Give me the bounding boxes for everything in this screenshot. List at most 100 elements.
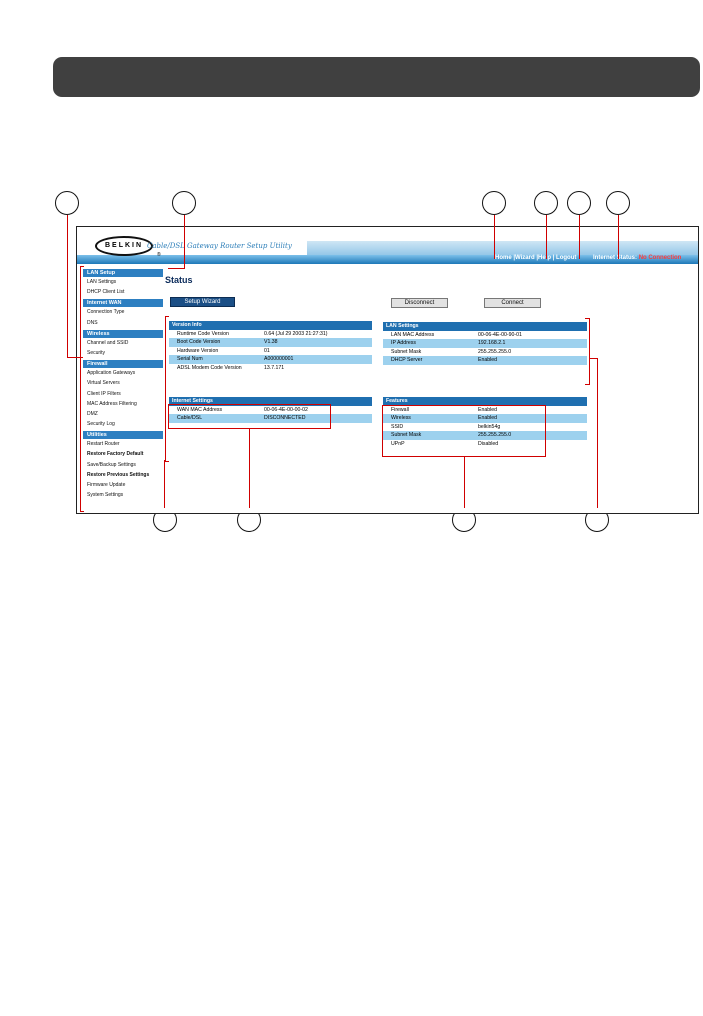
table-row: UPnP Disabled <box>383 439 587 448</box>
nav-help-link[interactable]: Help <box>538 255 552 261</box>
sidebar-item[interactable]: Connection Type <box>87 309 125 316</box>
router-setup-window: BELKIN ® Cable/DSL Gateway Router Setup … <box>76 226 699 514</box>
sidebar-item[interactable]: DMZ <box>87 410 98 417</box>
sidebar-item[interactable]: Application Gateways <box>87 370 136 377</box>
leader-line <box>546 215 547 259</box>
sidebar-item[interactable]: System Settings <box>87 492 124 499</box>
sidebar-item[interactable]: Virtual Servers <box>87 380 120 387</box>
row-label: Subnet Mask <box>391 432 422 439</box>
leader-line <box>168 268 185 269</box>
table-row: SSID belkin54g <box>383 422 587 432</box>
row-value: A000000001 <box>264 356 294 363</box>
table-row: Firewall Enabled <box>383 406 587 415</box>
row-value: V1.38 <box>264 339 278 346</box>
sidebar-item[interactable]: LAN Settings <box>87 279 117 285</box>
sidebar-item[interactable]: DNS <box>87 319 98 326</box>
nav-home-link[interactable]: Home <box>495 255 512 261</box>
sidebar-section-header: Internet WAN <box>83 299 163 308</box>
row-value: Enabled <box>478 407 498 413</box>
table-row: WAN MAC Address 00-06-4E-00-00-02 <box>169 406 372 415</box>
leader-line <box>494 215 495 259</box>
row-value: 255.255.255.0 <box>478 432 512 439</box>
leader-line <box>589 358 598 359</box>
row-label: Wireless <box>391 415 411 422</box>
row-label: LAN MAC Address <box>391 332 435 338</box>
row-value: DISCONNECTED <box>264 415 306 422</box>
nav-logout-link[interactable]: Logout <box>556 255 577 261</box>
row-label: UPnP <box>391 440 405 447</box>
sidebar-item[interactable]: Channel and SSID <box>87 339 129 346</box>
nav-wizard-link[interactable]: Wizard <box>515 255 535 261</box>
leader-line <box>618 215 619 259</box>
version-bracket <box>165 316 169 462</box>
sidebar-item[interactable]: Restart Router <box>87 441 120 448</box>
row-value: 00-06-4E-00-90-01 <box>478 332 522 338</box>
top-nav: Home |Wizard |Help | Logout <box>495 255 577 261</box>
row-label: DHCP Server <box>391 357 423 364</box>
row-value: Disabled <box>478 440 499 447</box>
callout-6 <box>606 191 630 215</box>
sidebar-section-header: Wireless <box>83 329 163 338</box>
row-label: Hardware Version <box>177 347 219 354</box>
title-bar <box>53 57 700 97</box>
sidebar-item[interactable]: MAC Address Filtering <box>87 400 137 407</box>
sidebar-section-header: Utilities <box>83 431 163 440</box>
row-label: Firewall <box>391 407 409 413</box>
wan-bracket <box>168 404 331 429</box>
internet-status-label: Internet Status: <box>593 255 638 261</box>
sidebar-item[interactable]: Client IP Filters <box>87 390 121 397</box>
registered-mark: ® <box>157 252 161 258</box>
lan-bracket <box>585 318 590 385</box>
row-label: Boot Code Version <box>177 339 221 346</box>
row-label: ADSL Modem Code Version <box>177 364 242 371</box>
row-value: 13.7.171 <box>264 364 285 371</box>
header: BELKIN ® Cable/DSL Gateway Router Setup … <box>77 227 698 264</box>
panel-title: Features <box>383 397 587 406</box>
sidebar-item[interactable]: Restore Factory Default <box>87 451 144 458</box>
row-label: Runtime Code Version <box>177 331 229 337</box>
callout-1 <box>55 191 79 215</box>
table-row: Subnet Mask 255.255.255.0 <box>383 431 587 440</box>
row-value: Enabled <box>478 357 498 364</box>
header-band <box>77 255 698 264</box>
panel-title: Internet Settings <box>169 397 372 406</box>
internet-status: Internet Status: No Connection <box>593 255 681 261</box>
belkin-logo: BELKIN <box>95 236 153 256</box>
row-label: IP Address <box>391 340 416 347</box>
callout-4 <box>534 191 558 215</box>
utility-title: Cable/DSL Gateway Router Setup Utility <box>147 242 292 250</box>
row-label: WAN MAC Address <box>177 407 223 413</box>
features-bracket <box>382 405 546 457</box>
leader-line <box>67 357 83 358</box>
table-row: DHCP Server Enabled <box>383 356 587 365</box>
sidebar-item[interactable]: Security Log <box>87 421 115 428</box>
sidebar-item[interactable]: Firmware Update <box>87 482 126 488</box>
sidebar-section-header: Firewall <box>83 360 163 369</box>
connect-button[interactable]: Connect <box>484 298 541 308</box>
row-label: SSID <box>391 423 404 430</box>
row-value: 01 <box>264 347 270 354</box>
callout-5 <box>567 191 591 215</box>
sidebar-item[interactable]: Save/Backup Settings <box>87 461 136 468</box>
row-label: Serial Num <box>177 356 203 363</box>
row-value: 00-06-4E-00-00-02 <box>264 407 308 413</box>
sidebar-item[interactable]: DHCP Client List <box>87 289 125 296</box>
setup-wizard-button[interactable]: Setup Wizard <box>170 297 235 307</box>
sidebar-item[interactable]: Security <box>87 349 106 356</box>
row-label: Cable/DSL <box>177 415 203 422</box>
panel-title: Version Info <box>169 321 372 330</box>
disconnect-button[interactable]: Disconnect <box>391 298 448 308</box>
row-value: belkin54g <box>478 423 501 430</box>
sidebar-item[interactable]: Restore Previous Settings <box>87 471 150 478</box>
table-row: Cable/DSL DISCONNECTED <box>169 414 372 423</box>
table-row <box>383 364 587 373</box>
